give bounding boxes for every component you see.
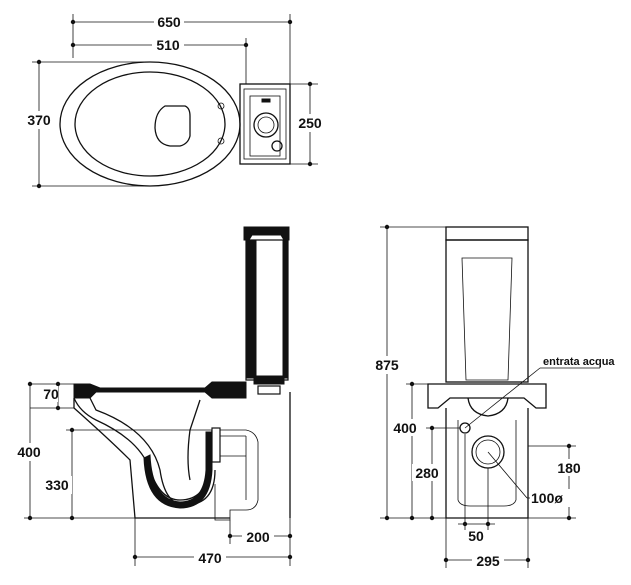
rear-tank-lid <box>445 226 529 241</box>
rear-bowl-rim <box>427 383 547 409</box>
dim-280: 280 <box>415 465 439 481</box>
bowl-trap-outer <box>89 397 216 506</box>
tank-button-slot <box>261 98 271 103</box>
flush-button-large-inner <box>257 116 275 134</box>
bowl-body <box>73 397 213 501</box>
dim-400-rear: 400 <box>393 420 417 436</box>
dim-470: 470 <box>198 550 222 566</box>
dim-100-diameter: 100ø <box>531 490 563 506</box>
top-view: 650 510 370 250 <box>24 12 325 189</box>
tank-inner <box>243 88 287 160</box>
tank-lid <box>243 226 290 241</box>
tank-top <box>239 83 291 165</box>
hinge-dot <box>217 102 225 110</box>
dim-510: 510 <box>156 37 180 53</box>
bowl-rim <box>73 381 247 399</box>
rear-seat-curve <box>467 397 509 417</box>
outlet-flange <box>211 427 221 463</box>
bowl-outer-shell <box>73 398 230 519</box>
dim-295: 295 <box>476 553 500 569</box>
dim-180: 180 <box>557 460 581 476</box>
bowl-inner-slope <box>187 399 201 481</box>
rear-view: 875 400 280 180 entrata acqua 100ø <box>372 224 615 569</box>
tank-connector <box>257 385 281 395</box>
flush-button-small <box>271 140 283 152</box>
tank-wall-left <box>245 239 257 379</box>
tank-wall-right <box>282 239 289 379</box>
hinge-dot <box>217 137 225 145</box>
dim-330: 330 <box>45 477 69 493</box>
outlet-connector <box>214 429 259 521</box>
dim-650: 650 <box>157 14 181 30</box>
inlet-label: entrata acqua <box>543 356 615 368</box>
rear-tank-inner <box>461 257 513 381</box>
drain-outlet-inner <box>475 439 501 465</box>
side-view: 70 400 330 200 470 <box>15 226 293 566</box>
bowl-opening <box>154 105 191 147</box>
dim-250: 250 <box>298 115 322 131</box>
rear-bowl-inner <box>457 420 517 507</box>
rear-bowl-body <box>445 408 529 519</box>
tank-button-plate <box>249 95 281 157</box>
dim-875: 875 <box>375 357 399 373</box>
rear-tank-body <box>445 239 529 383</box>
tank-base <box>253 375 285 385</box>
dim-50: 50 <box>468 528 484 544</box>
bowl-outline <box>59 61 241 187</box>
dim-370: 370 <box>27 112 51 128</box>
dim-200: 200 <box>246 529 270 545</box>
bowl-trapway <box>143 431 213 509</box>
flush-button-large <box>253 112 279 138</box>
dim-400-side: 400 <box>17 444 41 460</box>
bowl-inner <box>74 71 226 177</box>
dim-70: 70 <box>43 386 59 402</box>
